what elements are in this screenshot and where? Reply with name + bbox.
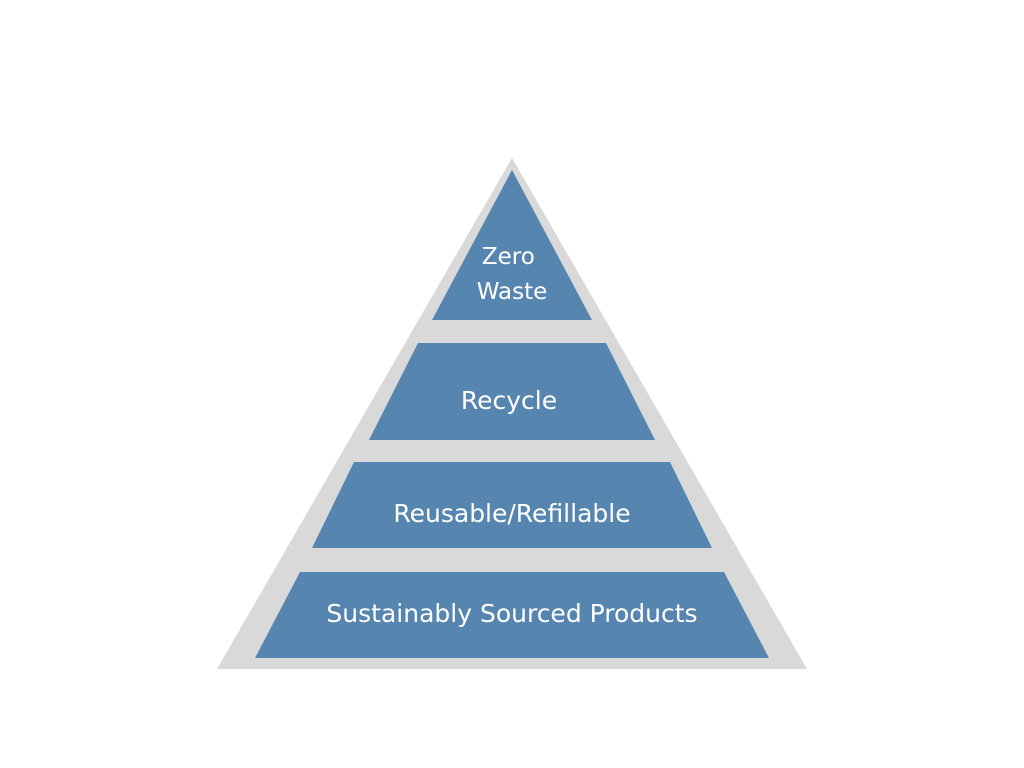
tier-zero-waste-label: Zero Waste <box>477 244 548 305</box>
tier-recycle-label-line-1: Recycle <box>461 386 557 415</box>
tier-reusable-refillable-label: Reusable/Refillable <box>393 499 630 528</box>
tier-reusable-refillable-label-line-1: Reusable/Refillable <box>393 499 630 528</box>
tier-recycle-label: Recycle <box>461 386 557 415</box>
tier-zero-waste <box>432 170 592 320</box>
tier-sustainably-sourced-products-label: Sustainably Sourced Products <box>326 599 697 628</box>
tier-recycle <box>369 343 655 440</box>
tier-zero-waste-label-line-1: Zero <box>482 244 535 270</box>
tier-sustainably-sourced-products <box>255 572 769 658</box>
tier-sustainably-sourced-products-label-line-1: Sustainably Sourced Products <box>326 599 697 628</box>
tier-reusable-refillable <box>312 462 712 548</box>
tier-zero-waste-label-line-2: Waste <box>477 279 548 305</box>
